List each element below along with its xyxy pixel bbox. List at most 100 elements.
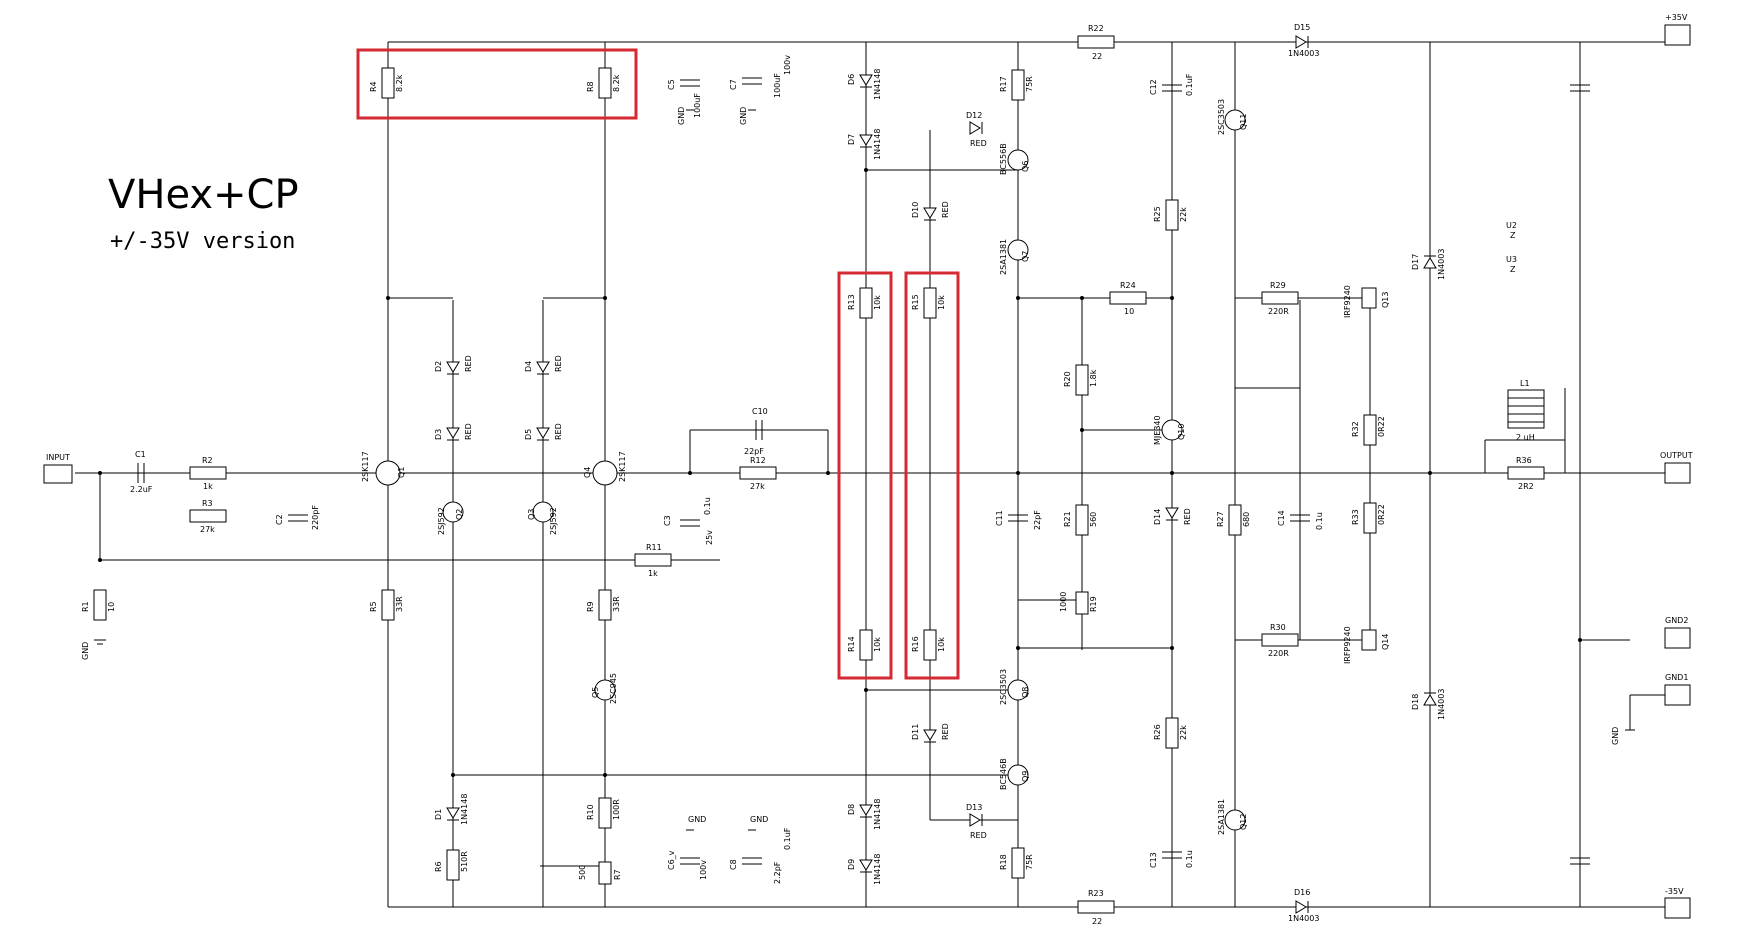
svg-text:Q1: Q1: [397, 467, 406, 478]
svg-text:RED: RED: [1183, 508, 1192, 525]
svg-text:25v: 25v: [705, 530, 714, 545]
svg-text:C3: C3: [663, 515, 672, 526]
svg-text:0.1uF: 0.1uF: [1185, 73, 1194, 96]
svg-text:1k: 1k: [648, 569, 658, 578]
misc-u2: U2Z: [1506, 221, 1517, 240]
svg-text:RED: RED: [464, 355, 473, 372]
svg-text:C2: C2: [275, 514, 284, 525]
diode-d15: D15 1N4003: [1288, 23, 1319, 58]
resistor-r32: R32 0R22: [1351, 414, 1386, 446]
svg-text:500: 500: [578, 865, 587, 880]
svg-text:R22: R22: [1088, 24, 1104, 33]
svg-text:RED: RED: [554, 355, 563, 372]
svg-text:1k: 1k: [203, 482, 213, 491]
svg-text:D4: D4: [524, 361, 533, 372]
svg-text:GND: GND: [81, 642, 90, 660]
svg-text:U3: U3: [1506, 255, 1517, 264]
svg-text:10: 10: [1124, 307, 1134, 316]
svg-text:R5: R5: [369, 601, 378, 612]
svg-text:D11: D11: [911, 724, 920, 740]
svg-text:GND: GND: [750, 815, 768, 824]
svg-text:1.8k: 1.8k: [1089, 369, 1098, 387]
svg-text:Q12: Q12: [1239, 814, 1248, 830]
svg-text:Q9: Q9: [1021, 771, 1030, 782]
svg-text:GND1: GND1: [1665, 673, 1688, 682]
svg-text:R6: R6: [434, 861, 443, 872]
highlight-r13-r14: [837, 271, 893, 680]
svg-text:Q3: Q3: [527, 509, 536, 520]
svg-text:1000: 1000: [1059, 592, 1068, 612]
svg-text:1N4003: 1N4003: [1288, 49, 1319, 58]
inductor-l1: L1 2 uH: [1507, 379, 1545, 442]
svg-text:GND: GND: [688, 815, 706, 824]
svg-text:2.2uF: 2.2uF: [130, 485, 153, 494]
svg-text:D15: D15: [1294, 23, 1310, 32]
svg-text:D10: D10: [911, 202, 920, 218]
svg-text:D18: D18: [1411, 694, 1420, 710]
svg-text:GND: GND: [1611, 727, 1620, 745]
svg-text:Q6: Q6: [1021, 161, 1030, 172]
svg-text:R32: R32: [1351, 421, 1360, 437]
svg-text:27k: 27k: [200, 525, 215, 534]
svg-text:2SA1381: 2SA1381: [999, 239, 1008, 275]
svg-text:C6_v: C6_v: [667, 850, 676, 870]
svg-text:10k: 10k: [873, 295, 882, 310]
svg-text:R23: R23: [1088, 889, 1104, 898]
svg-text:R15: R15: [911, 294, 920, 310]
svg-text:100uF: 100uF: [773, 73, 782, 98]
svg-text:R29: R29: [1270, 281, 1286, 290]
svg-text:C5: C5: [667, 79, 676, 90]
svg-text:D3: D3: [434, 429, 443, 440]
plus35-connector: +35V: [1664, 13, 1691, 46]
gnd1-connector: GND1: [1664, 673, 1691, 706]
svg-text:220pF: 220pF: [311, 505, 320, 530]
svg-text:Z: Z: [1510, 265, 1516, 274]
svg-text:100uF: 100uF: [693, 93, 702, 118]
svg-text:1N4003: 1N4003: [1437, 249, 1446, 280]
svg-text:R19: R19: [1089, 596, 1098, 612]
svg-text:D14: D14: [1153, 509, 1162, 525]
svg-text:0R22: 0R22: [1377, 416, 1386, 437]
svg-text:OUTPUT: OUTPUT: [1660, 451, 1693, 460]
svg-text:INPUT: INPUT: [46, 453, 70, 462]
svg-text:R24: R24: [1120, 281, 1136, 290]
svg-text:8.2k: 8.2k: [612, 74, 621, 92]
svg-text:C11: C11: [995, 510, 1004, 526]
svg-text:2SC945: 2SC945: [609, 673, 618, 704]
trimmer-r19: 1000 R19: [1018, 591, 1098, 615]
output-connector: OUTPUT: [1660, 451, 1693, 484]
svg-text:100v: 100v: [699, 860, 708, 880]
svg-text:R36: R36: [1516, 456, 1532, 465]
svg-text:R8: R8: [586, 81, 595, 92]
svg-text:D1: D1: [434, 809, 443, 820]
svg-text:BC546B: BC546B: [999, 758, 1008, 790]
svg-text:C12: C12: [1149, 79, 1158, 95]
svg-text:RED: RED: [970, 831, 987, 840]
svg-text:R26: R26: [1153, 724, 1162, 740]
resistor-r24: R24 10: [1109, 281, 1147, 316]
svg-text:D5: D5: [524, 429, 533, 440]
schematic-title: VHex+CP: [108, 172, 299, 218]
svg-text:C7: C7: [729, 79, 738, 90]
svg-text:L1: L1: [1520, 379, 1530, 388]
svg-text:GND2: GND2: [1665, 616, 1688, 625]
